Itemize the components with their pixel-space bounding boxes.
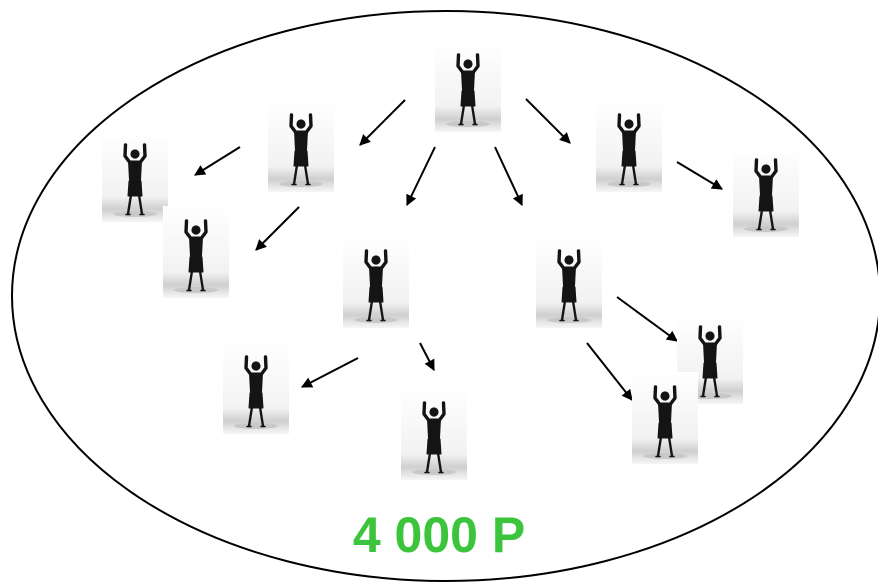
- person-photo-4: [102, 130, 168, 222]
- arrow-4: [494, 146, 523, 206]
- arrow-6: [676, 161, 723, 190]
- person-photo-3: [596, 100, 662, 192]
- boundary-ellipse: [11, 10, 878, 582]
- arrow-2: [525, 98, 571, 144]
- person-photo-6: [163, 206, 229, 298]
- arrow-5: [194, 146, 241, 176]
- person-photo-1: [435, 40, 501, 132]
- people-layer: [102, 40, 799, 480]
- person-photo-2: [268, 100, 334, 192]
- arrow-7: [255, 206, 300, 251]
- person-photo-7: [343, 236, 409, 328]
- person-photo-12: [632, 372, 698, 464]
- person-photo-5: [733, 145, 799, 237]
- total-label: 4 000 P: [352, 507, 526, 563]
- arrow-9: [301, 357, 359, 388]
- arrow-8: [616, 296, 678, 342]
- person-photo-11: [401, 388, 467, 480]
- person-photo-8: [536, 236, 602, 328]
- arrow-3: [406, 146, 436, 206]
- arrow-10: [419, 342, 435, 371]
- arrow-11: [586, 342, 633, 401]
- arrow-1: [359, 99, 406, 146]
- arrows-layer: [194, 98, 723, 401]
- person-photo-10: [223, 342, 289, 434]
